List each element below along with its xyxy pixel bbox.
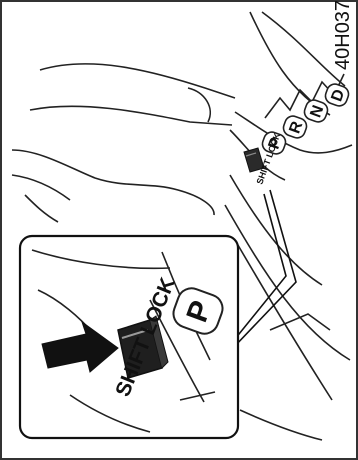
- figure-code: 40H037: [332, 0, 354, 70]
- magnified-inset: P SHIFT LOCK: [20, 236, 238, 438]
